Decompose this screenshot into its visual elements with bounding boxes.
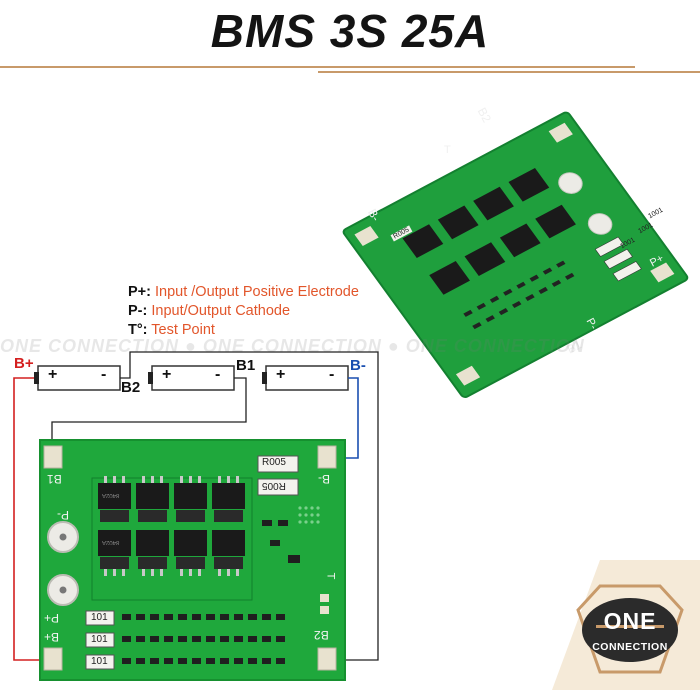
cell-3-plus: + <box>276 366 286 383</box>
cell-1 <box>37 365 121 391</box>
legend-row-p-minus: P-: Input/Output Cathode <box>128 303 291 319</box>
cell-1-minus: - <box>101 366 107 383</box>
resistor-101-b: 101 <box>91 634 108 645</box>
resistor-101-a: 101 <box>91 612 108 623</box>
pin-legend: P+: Input /Output Positive Electrode P-:… <box>128 283 359 340</box>
legend-row-p-plus: P+: Input /Output Positive Electrode <box>128 284 359 300</box>
terminal-label-b-plus: B+ <box>14 355 34 372</box>
header-rule-left <box>0 66 635 68</box>
terminal-label-b-minus: B- <box>350 357 366 374</box>
legend-row-test-point: T°: Test Point <box>128 322 215 338</box>
page-title: BMS 3S 25A <box>210 5 490 57</box>
cell-2-minus: - <box>215 366 221 383</box>
cell-3-minus: - <box>329 366 335 383</box>
cell-1-plus: + <box>48 366 58 383</box>
logo-line-1: ONE <box>603 608 657 634</box>
resistor-101-c: 101 <box>91 656 108 667</box>
cell-2-plus: + <box>162 366 172 383</box>
battery-cells <box>34 365 349 391</box>
logo-line-2: CONNECTION <box>592 641 668 653</box>
shunt-resistor-1: R005 <box>262 457 286 468</box>
wire-b2 <box>120 351 379 661</box>
wire-b1 <box>51 377 247 458</box>
terminal-label-b1: B1 <box>236 357 256 374</box>
cell-2 <box>151 365 235 391</box>
photo-label-t: T <box>444 144 451 156</box>
watermark: ONE CONNECTION ● ONE CONNECTION ● ONE CO… <box>0 336 585 356</box>
brand-logo: ONE CONNECTION <box>574 604 686 674</box>
terminal-label-b2: B2 <box>121 379 141 396</box>
header-rule-right <box>318 71 700 73</box>
cell-3 <box>265 365 349 391</box>
wire-b-plus <box>13 377 56 661</box>
